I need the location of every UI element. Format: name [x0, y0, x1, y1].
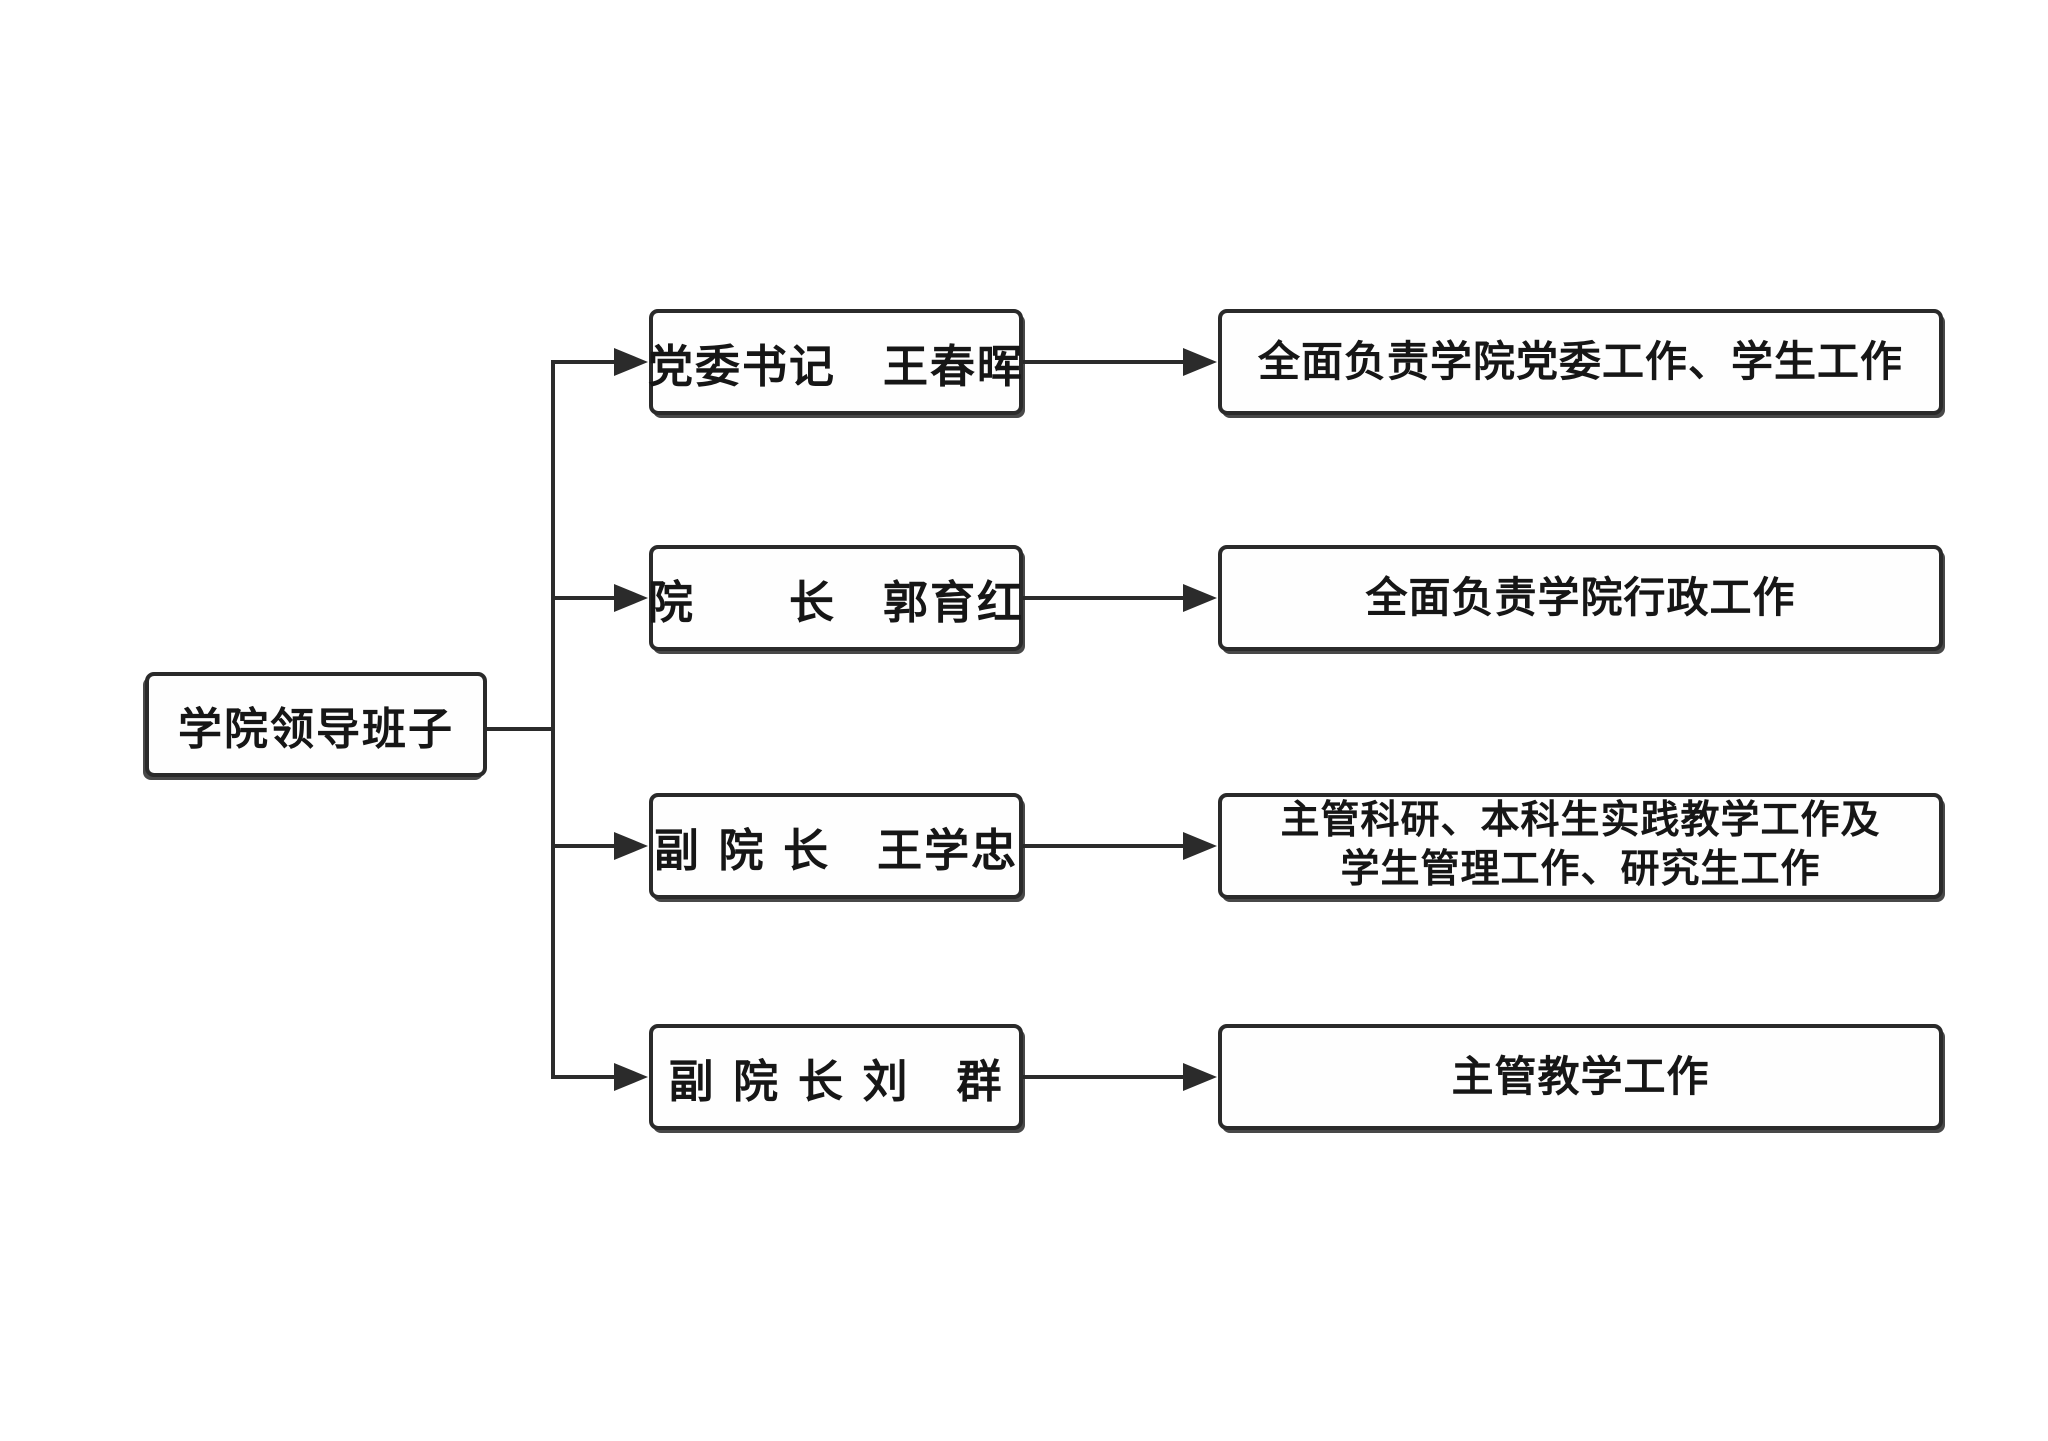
role-node-label: 院 长 郭育红: [648, 575, 1025, 629]
role-node-dean: 院 长 郭育红: [648, 545, 1025, 651]
arrowhead-branch-3: [614, 832, 648, 860]
root-node-label: 学院领导班子: [178, 703, 454, 755]
duty-node-vice-dean-wang: 主管科研、本科生实践教学工作及 学生管理工作、研究生工作: [1218, 793, 1943, 899]
arrowhead-branch-4: [614, 1063, 648, 1091]
duty-node-label-line2: 学生管理工作、研究生工作: [1340, 847, 1821, 892]
arrowhead-branch-2: [614, 584, 648, 612]
duty-node-label: 全面负责学院行政工作: [1365, 572, 1796, 622]
duty-node-party-secretary: 全面负责学院党委工作、学生工作: [1218, 309, 1943, 415]
role-node-label: 副 院 长 刘 群: [668, 1054, 1004, 1108]
duty-node-dean: 全面负责学院行政工作: [1218, 545, 1943, 651]
role-node-vice-dean-wang: 副 院 长 王学忠: [649, 793, 1023, 899]
role-node-label: 党委书记 王春晖: [648, 339, 1025, 393]
duty-node-label-line1: 主管科研、本科生实践教学工作及: [1280, 798, 1881, 844]
role-node-party-secretary: 党委书记 王春晖: [648, 309, 1025, 415]
arrowhead-duty-1: [1183, 348, 1217, 376]
arrowhead-duty-2: [1183, 584, 1217, 612]
arrowhead-branch-1: [614, 348, 648, 376]
role-node-label: 副 院 长 王学忠: [653, 823, 1019, 877]
duty-node-label: 主管教学工作: [1451, 1051, 1710, 1101]
arrowhead-duty-3: [1183, 832, 1217, 860]
arrowhead-duty-4: [1183, 1063, 1217, 1091]
root-node: 学院领导班子: [145, 672, 487, 777]
duty-node-label: 全面负责学院党委工作、学生工作: [1257, 336, 1903, 386]
role-node-vice-dean-liu: 副 院 长 刘 群: [649, 1024, 1023, 1130]
duty-node-vice-dean-liu: 主管教学工作: [1218, 1024, 1943, 1130]
